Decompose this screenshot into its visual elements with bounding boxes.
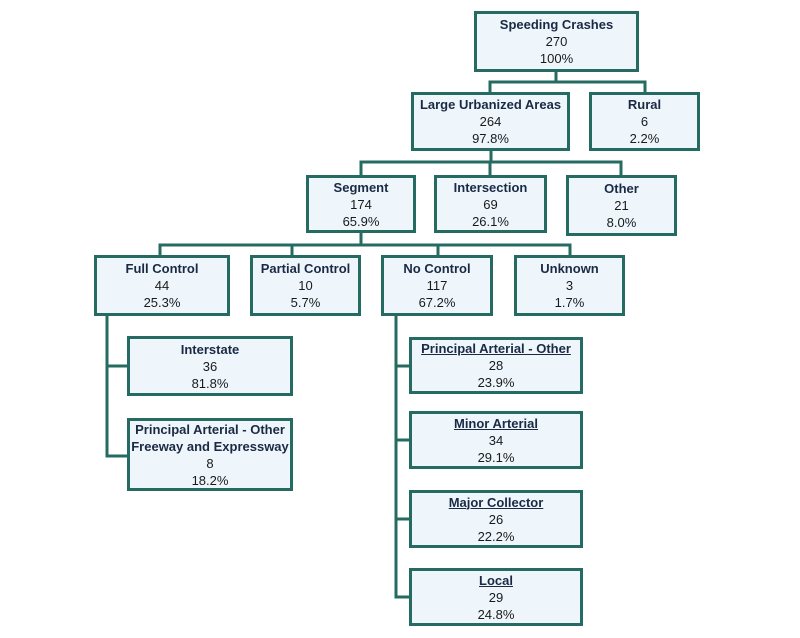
node-percent: 24.8%	[477, 606, 515, 622]
node-count: 34	[488, 432, 504, 448]
node-percent: 26.1%	[472, 213, 509, 229]
connector-urban-level3	[359, 148, 623, 178]
node-count: 69	[483, 196, 498, 212]
node-percent: 18.2%	[191, 472, 229, 488]
node-title: Interstate	[180, 341, 240, 357]
node-count: 44	[154, 278, 170, 293]
node-principal-arterial-other: Principal Arterial - Other 28 23.9%	[409, 337, 583, 394]
node-title: Speeding Crashes	[499, 17, 614, 32]
node-partial-control: Partial Control 10 5.7%	[250, 255, 361, 316]
node-percent: 100%	[539, 51, 574, 66]
node-large-urbanized-areas: Large Urbanized Areas 264 97.8%	[411, 92, 570, 151]
node-title: Intersection	[453, 179, 528, 195]
node-rural: Rural 6 2.2%	[589, 92, 700, 151]
node-count: 28	[488, 358, 504, 373]
node-percent: 5.7%	[290, 295, 321, 310]
node-percent: 23.9%	[477, 375, 515, 390]
node-major-collector: Major Collector 26 22.2%	[409, 490, 583, 548]
node-title: Large Urbanized Areas	[419, 97, 562, 112]
node-title: Major Collector	[448, 494, 544, 510]
node-title: No Control	[403, 261, 471, 276]
node-title: Rural	[627, 97, 662, 112]
node-title: Partial Control	[260, 261, 351, 276]
node-percent: 81.8%	[191, 375, 229, 391]
node-count: 264	[479, 114, 502, 129]
node-full-control: Full Control 44 25.3%	[94, 255, 230, 316]
node-segment: Segment 174 65.9%	[306, 175, 416, 233]
node-percent: 67.2%	[418, 295, 456, 310]
node-title-line2: Freeway and Expressway	[131, 438, 289, 454]
node-intersection: Intersection 69 26.1%	[434, 175, 547, 233]
node-percent: 22.2%	[477, 528, 515, 544]
node-count: 117	[426, 278, 448, 293]
node-title: Minor Arterial	[453, 415, 539, 431]
connector-root-level2	[488, 70, 647, 95]
node-count: 6	[640, 114, 649, 129]
node-title: Principal Arterial - Other	[421, 341, 571, 356]
connector-no-control-children	[394, 314, 412, 599]
node-percent: 65.9%	[342, 213, 380, 229]
node-percent: 2.2%	[629, 131, 660, 146]
node-local: Local 29 24.8%	[409, 568, 583, 626]
node-count: 36	[202, 358, 218, 374]
node-title: Full Control	[125, 261, 199, 276]
node-title: Local	[479, 572, 513, 588]
node-count: 270	[545, 34, 568, 49]
node-count: 26	[488, 511, 504, 527]
node-count: 174	[350, 196, 372, 212]
node-speeding-crashes: Speeding Crashes 270 100%	[474, 11, 639, 72]
node-principal-arterial-freeway: Principal Arterial - Other Freeway and E…	[127, 418, 293, 491]
node-count: 29	[488, 589, 504, 605]
node-interstate: Interstate 36 81.8%	[127, 336, 293, 396]
node-count: 8	[206, 455, 214, 471]
node-percent: 25.3%	[143, 295, 181, 310]
node-other: Other 21 8.0%	[566, 175, 677, 236]
node-unknown: Unknown 3 1.7%	[514, 255, 625, 316]
connector-full-control-children	[105, 314, 130, 458]
node-title-line1: Principal Arterial - Other	[135, 421, 285, 437]
node-count: 10	[298, 278, 313, 293]
node-count: 3	[565, 278, 574, 293]
node-no-control: No Control 117 67.2%	[381, 255, 493, 316]
node-percent: 1.7%	[554, 295, 585, 310]
node-title: Other	[604, 181, 639, 196]
node-minor-arterial: Minor Arterial 34 29.1%	[409, 411, 583, 469]
node-percent: 29.1%	[477, 449, 515, 465]
node-count: 21	[614, 198, 629, 213]
node-percent: 8.0%	[606, 215, 637, 230]
node-title: Segment	[333, 179, 389, 195]
node-percent: 97.8%	[472, 131, 509, 146]
connector-segment-level4	[158, 230, 572, 258]
node-title: Unknown	[540, 261, 599, 276]
